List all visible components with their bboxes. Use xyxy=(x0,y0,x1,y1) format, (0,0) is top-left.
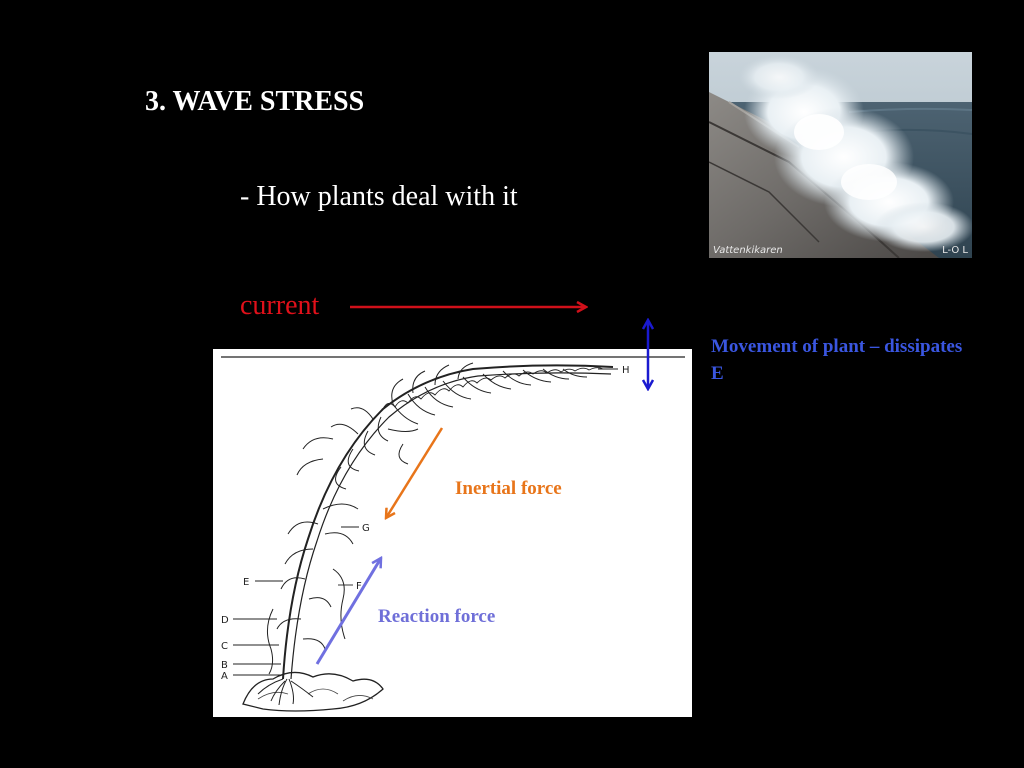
seaweed-diagram: H G F E D C B A xyxy=(213,349,692,717)
main-stipe xyxy=(282,364,614,680)
label-letter-a: A xyxy=(221,671,228,682)
photo-credit-left: Vattenkikaren xyxy=(713,245,783,256)
label-letter-c: C xyxy=(221,641,228,652)
wave-photo-drawing xyxy=(709,52,972,258)
label-letter-d: D xyxy=(221,615,229,626)
label-letter-f: F xyxy=(356,581,362,592)
seaweed-drawing: H G F E D C B A xyxy=(221,356,685,712)
photo-credit-right: L-O L xyxy=(942,245,968,256)
label-letter-b: B xyxy=(221,660,228,671)
label-ticks xyxy=(233,368,618,676)
rock-base xyxy=(242,671,384,712)
movement-label: Movement of plant – dissipates E xyxy=(711,336,963,384)
current-label: current xyxy=(240,290,320,321)
label-letter-e: E xyxy=(243,577,249,588)
slide-subtitle: - How plants deal with it xyxy=(240,181,518,212)
label-letter-g: G xyxy=(362,523,370,534)
label-letter-h: H xyxy=(622,365,630,376)
wave-photo: Vattenkikaren L-O L xyxy=(709,52,972,258)
reaction-force-label: Reaction force xyxy=(378,606,496,627)
holdfast xyxy=(257,678,314,706)
slide-title: 3. WAVE STRESS xyxy=(145,86,365,117)
inertial-force-label: Inertial force xyxy=(455,478,562,499)
